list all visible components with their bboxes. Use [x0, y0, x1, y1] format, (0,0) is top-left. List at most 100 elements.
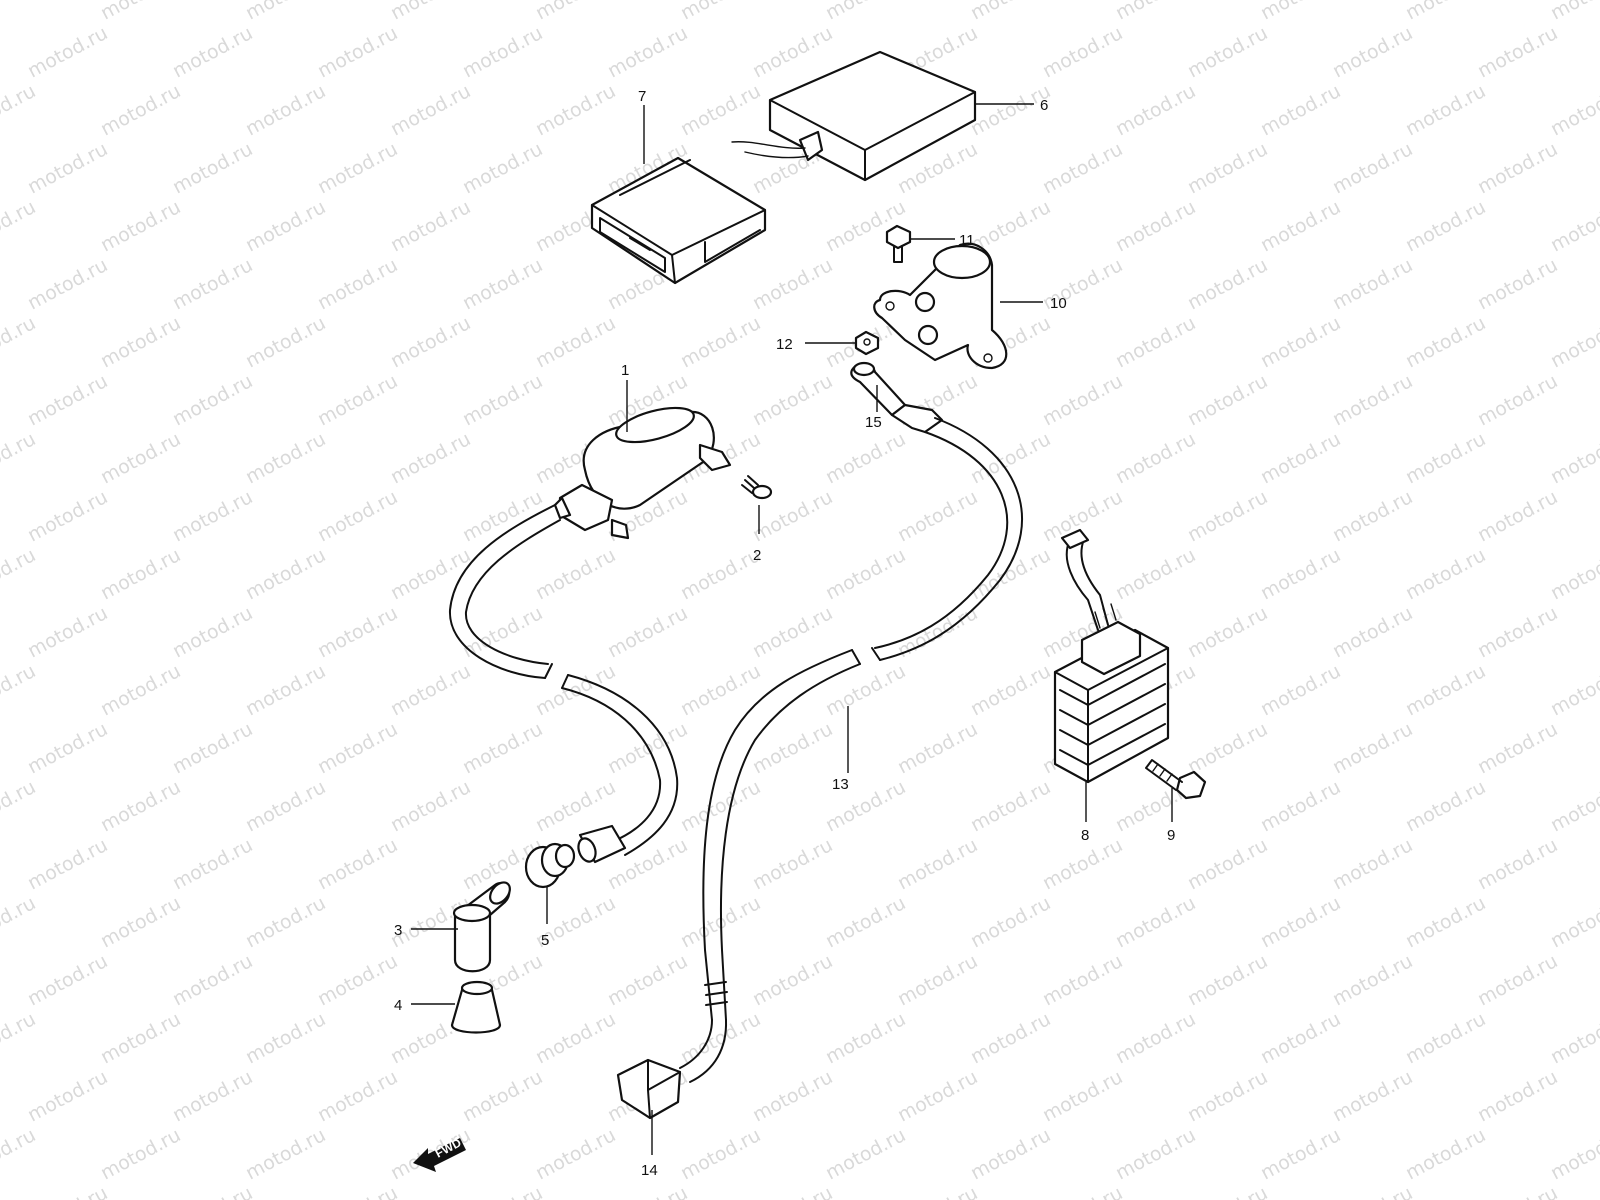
- part-13-battery-cable: [702, 417, 1023, 1021]
- watermark-text: motod.ru: [1547, 660, 1600, 720]
- watermark-text: motod.ru: [1257, 660, 1344, 720]
- watermark-text: motod.ru: [1474, 138, 1561, 198]
- watermark-text: motod.ru: [1112, 892, 1199, 952]
- watermark-text: motod.ru: [1257, 544, 1344, 604]
- watermark-text: motod.ru: [967, 0, 1054, 24]
- watermark-text: motod.ru: [1329, 602, 1416, 662]
- watermark-text: motod.ru: [532, 660, 619, 720]
- watermark-text: motod.ru: [459, 718, 546, 778]
- part-3-plug-cap: [452, 881, 511, 973]
- watermark-text: motod.ru: [1039, 22, 1126, 82]
- watermark-text: motod.ru: [24, 486, 111, 546]
- watermark-text: motod.ru: [822, 1008, 909, 1068]
- watermark-text: motod.ru: [677, 776, 764, 836]
- part-8-regulator-rectifier: [1053, 528, 1170, 784]
- watermark-text: motod.ru: [242, 892, 329, 952]
- watermark-text: motod.ru: [967, 428, 1054, 488]
- watermark-text: motod.ru: [314, 834, 401, 894]
- watermark-text: motod.ru: [1257, 1008, 1344, 1068]
- watermark-text: motod.ru: [242, 1008, 329, 1068]
- watermark-text: motod.ru: [677, 660, 764, 720]
- watermark-text: motod.ru: [97, 196, 184, 256]
- part-12-nut: [854, 330, 880, 356]
- watermark-text: motod.ru: [24, 950, 111, 1010]
- watermark-text: motod.ru: [749, 602, 836, 662]
- leader-lines: [411, 103, 1173, 1155]
- ignition-lead: [448, 504, 679, 864]
- watermark-text: motod.ru: [169, 370, 256, 430]
- watermark-text: motod.ru: [169, 138, 256, 198]
- watermark-text: motod.ru: [749, 370, 836, 430]
- watermark-text: motod.ru: [822, 1124, 909, 1184]
- watermark-text: motod.ru: [1184, 1182, 1271, 1200]
- watermark-text: motod.ru: [24, 22, 111, 82]
- watermark-text: motod.ru: [1257, 776, 1344, 836]
- watermark-text: motod.ru: [314, 22, 401, 82]
- watermark-text: motod.ru: [1474, 834, 1561, 894]
- watermark-text: motod.ru: [169, 834, 256, 894]
- watermark-text: motod.ru: [1184, 370, 1271, 430]
- watermark-text: motod.ru: [1329, 950, 1416, 1010]
- callout-3: 3: [394, 922, 402, 939]
- part-2-screw: [741, 475, 773, 500]
- watermark-text: motod.ru: [314, 602, 401, 662]
- watermark-text: motod.ru: [1329, 834, 1416, 894]
- watermark-text: motod.ru: [532, 1124, 619, 1184]
- watermark-text: motod.ru: [894, 950, 981, 1010]
- watermark-text: motod.ru: [1184, 254, 1271, 314]
- watermark-text: motod.ru: [0, 312, 39, 372]
- watermark-text: motod.ru: [1547, 1124, 1600, 1184]
- watermark-text: motod.ru: [894, 834, 981, 894]
- watermark-text: motod.ru: [894, 486, 981, 546]
- watermark-text: motod.ru: [604, 22, 691, 82]
- part-15-cable-terminal: [850, 361, 944, 434]
- watermark-text: motod.ru: [97, 1124, 184, 1184]
- watermark-text: motod.ru: [967, 544, 1054, 604]
- watermark-text: motod.ru: [0, 0, 39, 24]
- watermark-text: motod.ru: [532, 80, 619, 140]
- part-1-ignition-coil: [553, 406, 732, 540]
- watermark-text: motod.ru: [97, 80, 184, 140]
- watermark-text: motod.ru: [822, 892, 909, 952]
- watermark-text: motod.ru: [1184, 22, 1271, 82]
- watermark-text: motod.ru: [24, 1066, 111, 1126]
- watermark-text: motod.ru: [1402, 776, 1489, 836]
- part-9-bolt: [1145, 759, 1207, 800]
- watermark-text: motod.ru: [387, 80, 474, 140]
- watermark-text: motod.ru: [314, 1182, 401, 1200]
- watermark-text: motod.ru: [387, 196, 474, 256]
- callout-11: 11: [959, 232, 975, 249]
- watermark-text: motod.ru: [677, 80, 764, 140]
- watermark-text: motod.ru: [1184, 138, 1271, 198]
- watermark-text: motod.ru: [242, 1124, 329, 1184]
- watermark-text: motod.ru: [24, 834, 111, 894]
- watermark-text: motod.ru: [314, 370, 401, 430]
- watermark-text: motod.ru: [967, 660, 1054, 720]
- watermark-text: motod.ru: [169, 950, 256, 1010]
- watermark-text: motod.ru: [242, 312, 329, 372]
- watermark-text: motod.ru: [1329, 22, 1416, 82]
- watermark-text: motod.ru: [749, 22, 836, 82]
- watermark-text: motod.ru: [1329, 1182, 1416, 1200]
- watermark-text: motod.ru: [97, 660, 184, 720]
- watermark-text: motod.ru: [1547, 892, 1600, 952]
- watermark-text: motod.ru: [314, 138, 401, 198]
- watermark-text: motod.ru: [1112, 428, 1199, 488]
- watermark-text: motod.ru: [1474, 254, 1561, 314]
- watermark-text: motod.ru: [1184, 718, 1271, 778]
- callout-7: 7: [638, 88, 646, 105]
- watermark-text: motod.ru: [1547, 776, 1600, 836]
- watermark-text: motod.ru: [749, 950, 836, 1010]
- part-4-boot: [450, 980, 502, 1034]
- watermark-text: motod.ru: [314, 950, 401, 1010]
- watermark-text: motod.ru: [0, 660, 39, 720]
- watermark-text: motod.ru: [1112, 0, 1199, 24]
- watermark-text: motod.ru: [894, 1182, 981, 1200]
- watermark-text: motod.ru: [1547, 428, 1600, 488]
- part-5-grommet: [524, 842, 576, 889]
- watermark-text: motod.ru: [24, 602, 111, 662]
- watermark-text: motod.ru: [749, 718, 836, 778]
- part-6-module: [731, 50, 977, 182]
